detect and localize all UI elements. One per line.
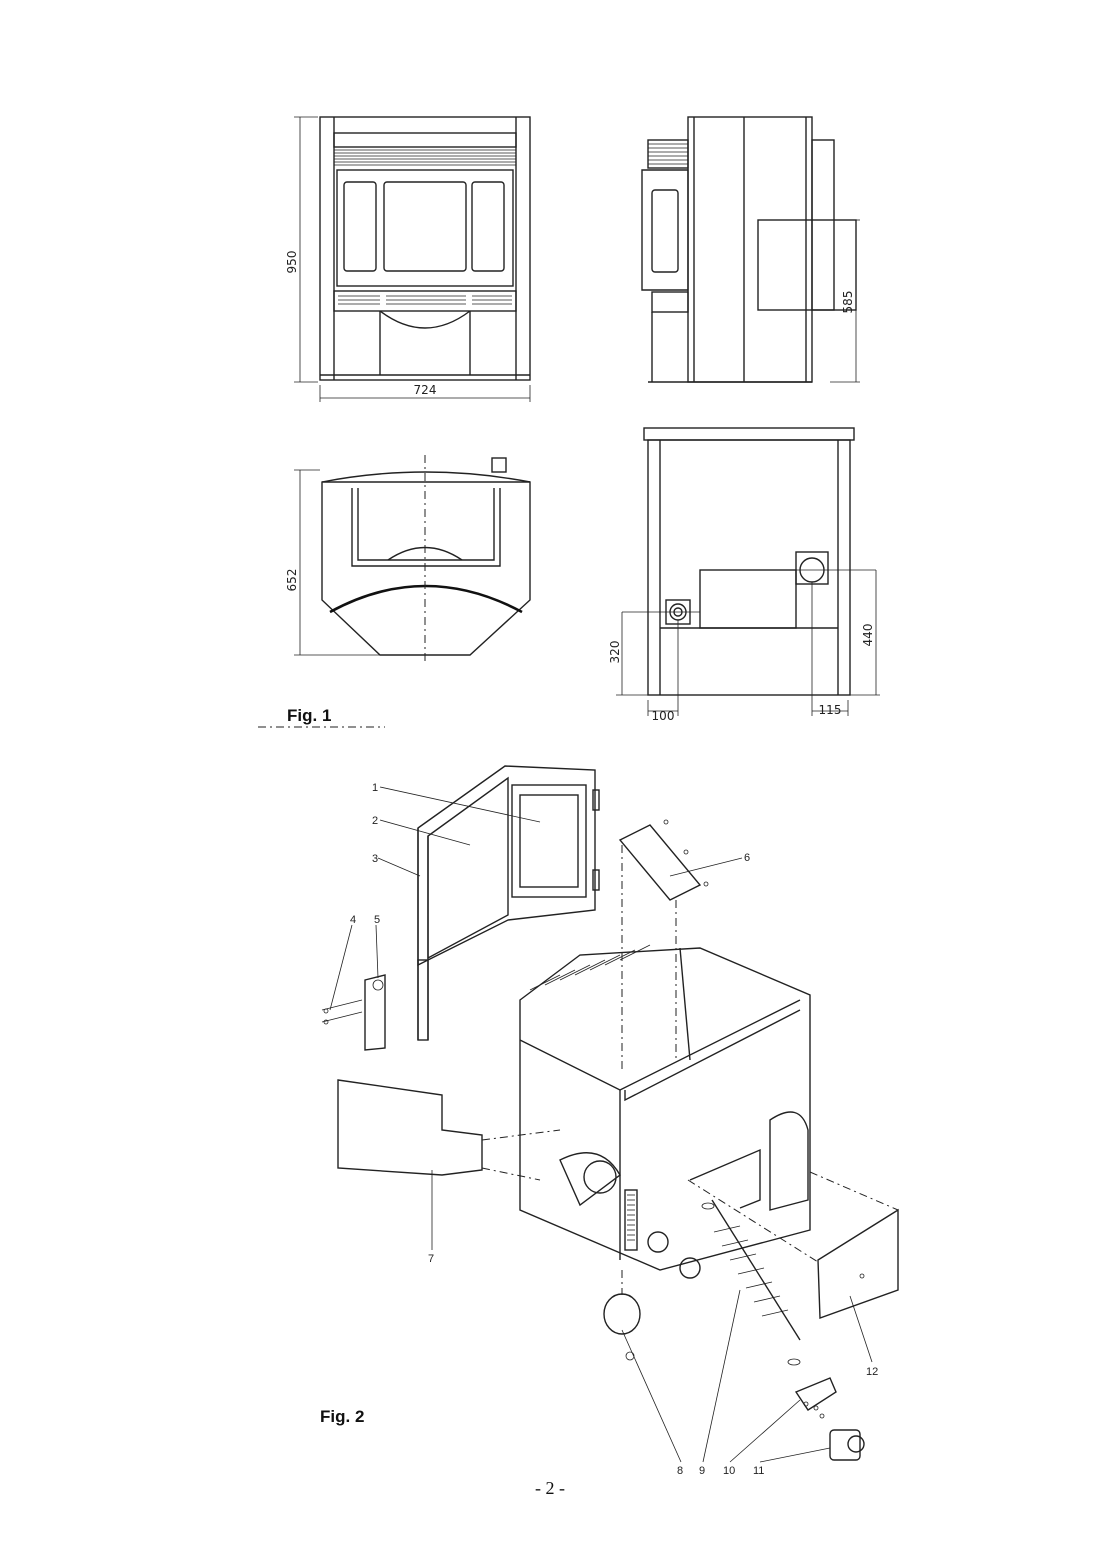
dim-depth-652: 652: [285, 569, 299, 592]
callout-1: 1: [372, 782, 378, 794]
rear-view: [616, 427, 880, 716]
callout-4: 4: [350, 914, 356, 926]
side-view: [641, 116, 860, 383]
dim-inlet-320: 320: [608, 641, 622, 664]
page-number: - 2 -: [535, 1478, 565, 1498]
callout-12: 12: [866, 1366, 878, 1378]
front-view: [294, 116, 531, 402]
dim-inlet-440: 440: [861, 624, 875, 647]
callout-6: 6: [744, 852, 750, 864]
callout-7: 7: [428, 1253, 434, 1265]
dim-height-950: 950: [285, 251, 299, 274]
callout-9: 9: [699, 1465, 705, 1477]
callout-10: 10: [723, 1465, 735, 1477]
fig2-label: Fig. 2: [320, 1407, 365, 1426]
callout-5: 5: [374, 914, 380, 926]
dim-side-585: 585: [841, 291, 855, 314]
dim-offset-115: 115: [819, 703, 842, 717]
callout-8: 8: [677, 1465, 683, 1477]
dim-width-724: 724: [414, 383, 437, 397]
callout-11: 11: [753, 1465, 764, 1477]
fig1-label: Fig. 1: [287, 706, 332, 725]
dim-offset-100: 100: [652, 709, 675, 723]
exploded-view: [321, 765, 899, 1463]
top-view: [294, 455, 531, 665]
callout-2: 2: [372, 815, 378, 827]
callout-3: 3: [372, 853, 378, 865]
